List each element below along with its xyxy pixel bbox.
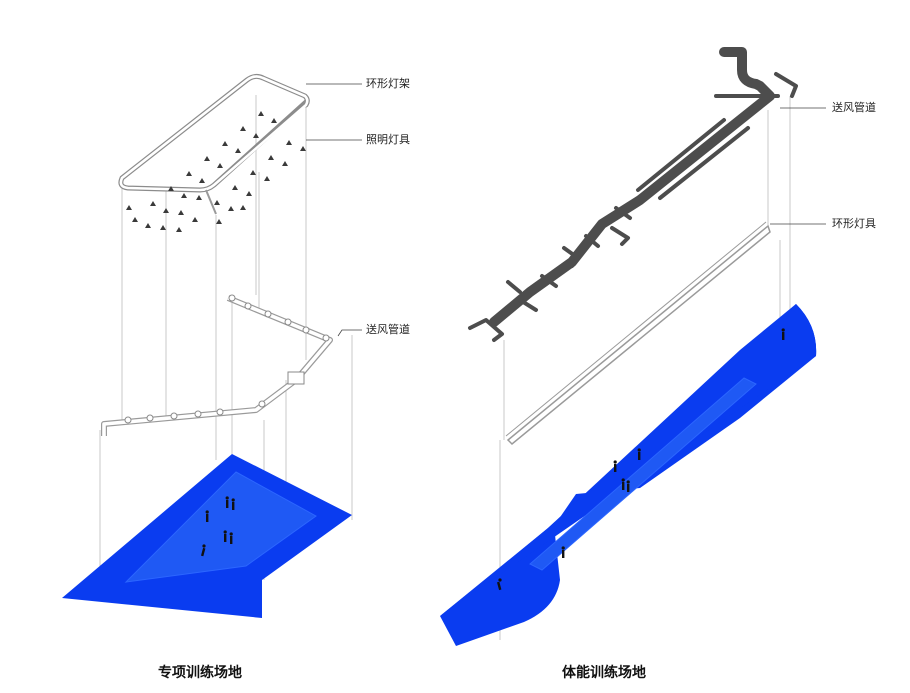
left-training-floor [62,454,352,618]
lighting-fixtures [126,111,306,232]
label-lighting: 照明灯具 [366,133,410,146]
right-air-duct [468,47,798,342]
caption-special-training: 专项训练场地 [158,665,242,681]
left-air-duct [101,294,333,436]
label-left-air-duct: 送风管道 [366,323,410,336]
right-figures [496,328,785,591]
label-ring-light: 环形灯具 [832,217,876,230]
right-training-floor [440,304,817,646]
left-figures [200,496,235,557]
right-leader-lines [770,107,826,225]
right-ring-light [505,221,771,446]
left-leader-lines [306,83,362,337]
label-ring-frame: 环形灯架 [366,77,410,90]
label-right-air-duct: 送风管道 [832,101,876,114]
caption-fitness-training: 体能训练场地 [562,665,646,681]
ring-light-frame [118,73,310,215]
